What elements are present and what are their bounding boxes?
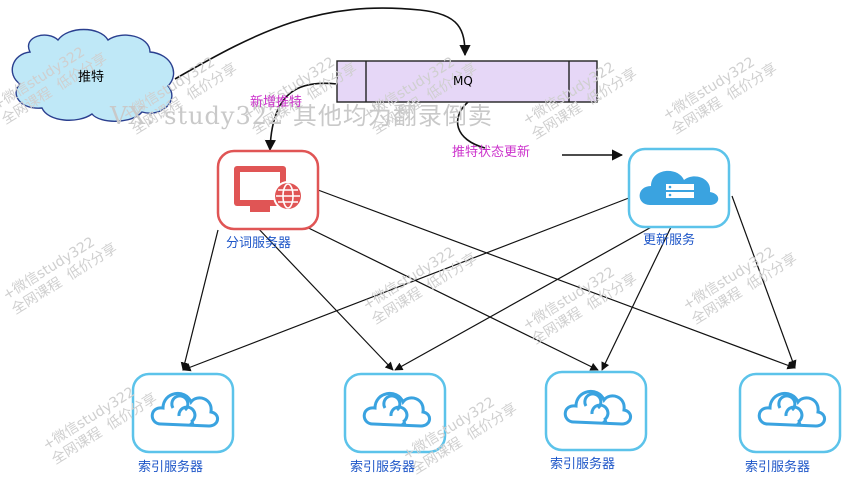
watermark-main: VX: study322 其他均为翻录倒卖 xyxy=(110,102,493,130)
tweet-status-update-edge-label: 推特状态更新 xyxy=(452,145,531,160)
segmentation-service-label: 分词服务器 xyxy=(226,236,292,251)
index-server-node-2 xyxy=(343,372,447,454)
mq-label: MQ xyxy=(453,74,473,88)
edge-mq-to-segmentation xyxy=(264,82,338,152)
new-tweet-edge-label: 新增推特 xyxy=(250,95,303,110)
index-server-label-3: 索引服务器 xyxy=(550,457,616,472)
edge-twitter-to-mq xyxy=(174,7,471,80)
edge-upd-to-index-1 xyxy=(182,195,635,372)
index-server-node-1 xyxy=(131,372,235,454)
twitter-label: 推特 xyxy=(78,70,105,85)
web-server-icon xyxy=(234,166,303,212)
update-service-node xyxy=(627,147,731,229)
edge-upd-to-index-2 xyxy=(394,224,656,371)
update-service-label: 更新服务 xyxy=(643,233,696,248)
edge-upd-to-index-4 xyxy=(731,195,797,369)
edge-seg-to-index-1 xyxy=(180,229,219,371)
index-server-label-1: 索引服务器 xyxy=(138,460,204,475)
edges xyxy=(174,7,797,372)
index-server-node-3 xyxy=(544,370,648,452)
index-server-label-4: 索引服务器 xyxy=(745,460,811,475)
twitter-cloud-node xyxy=(11,28,175,122)
edge-seg-to-index-3 xyxy=(281,214,599,371)
segmentation-server-node xyxy=(216,149,320,231)
cloud-server-icon xyxy=(639,170,719,205)
index-server-node-4 xyxy=(738,372,842,454)
edge-seg-to-index-2 xyxy=(254,224,394,371)
index-server-label-2: 索引服务器 xyxy=(350,460,416,475)
mq-node xyxy=(336,60,598,103)
edge-upd-to-index-3 xyxy=(601,224,673,371)
edge-seg-to-index-4 xyxy=(317,189,796,370)
edge-mq-curve xyxy=(456,101,486,149)
